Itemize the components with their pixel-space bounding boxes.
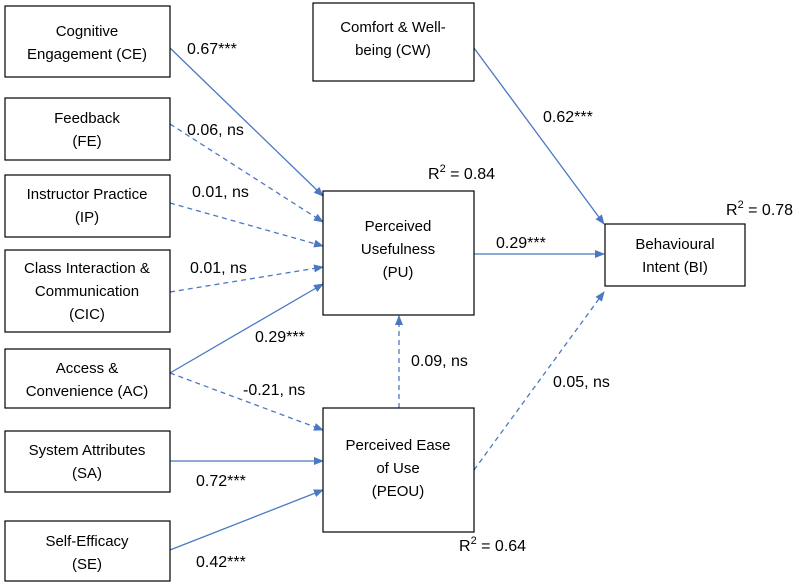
node-cw-line-1: Comfort & Well- xyxy=(340,19,446,36)
edge-labels: 0.67*** 0.06, ns 0.01, ns 0.01, ns 0.29*… xyxy=(187,41,610,571)
node-se: Self-Efficacy (SE) xyxy=(4,520,171,582)
node-cic-line-1: Class Interaction & xyxy=(24,260,150,277)
r2-bi: R2 = 0.78 xyxy=(726,199,793,219)
node-fe: Feedback (FE) xyxy=(4,97,171,161)
node-peou: Perceived Ease of Use (PEOU) xyxy=(322,407,475,533)
edge-fe-pu xyxy=(169,123,324,223)
node-sa-line-2: (SA) xyxy=(72,465,102,482)
coef-cic-pu: 0.01, ns xyxy=(190,260,247,277)
node-peou-line-3: (PEOU) xyxy=(372,483,425,500)
node-fe-line-2: (FE) xyxy=(72,133,101,150)
node-pu-line-2: Usefulness xyxy=(361,241,435,258)
r2-peou: R2 = 0.64 xyxy=(459,535,526,555)
node-peou-line-2: of Use xyxy=(376,460,419,477)
coef-pu-bi: 0.29*** xyxy=(496,235,546,252)
r2-pu: R2 = 0.84 xyxy=(428,163,495,183)
node-cic-line-2: Communication xyxy=(35,283,139,300)
node-ce-line-1: Cognitive xyxy=(56,23,119,40)
coef-se-peou: 0.42*** xyxy=(196,554,246,571)
coef-peou-bi: 0.05, ns xyxy=(553,374,610,391)
node-cic: Class Interaction & Communication (CIC) xyxy=(4,249,171,333)
node-ce: Cognitive Engagement (CE) xyxy=(4,5,171,78)
r-squared-labels: R2 = 0.84 R2 = 0.78 R2 = 0.64 xyxy=(428,163,793,555)
edge-se-peou xyxy=(169,489,324,551)
node-bi-line-2: Intent (BI) xyxy=(642,259,708,276)
coef-ip-pu: 0.01, ns xyxy=(192,184,249,201)
node-pu-line-3: (PU) xyxy=(383,264,414,281)
edge-cic-pu xyxy=(169,264,324,293)
edge-peou-bi xyxy=(473,291,605,471)
coef-ac-peou: -0.21, ns xyxy=(243,382,305,399)
node-ip-line-1: Instructor Practice xyxy=(27,186,148,203)
node-pu: Perceived Usefulness (PU) xyxy=(322,190,475,316)
node-sa-line-1: System Attributes xyxy=(29,442,146,459)
edges xyxy=(169,47,605,551)
edge-ac-peou xyxy=(169,372,324,431)
node-ce-line-2: Engagement (CE) xyxy=(27,46,147,63)
edge-cw-bi xyxy=(473,47,605,225)
node-se-line-1: Self-Efficacy xyxy=(45,533,129,550)
node-cw: Comfort & Well- being (CW) xyxy=(312,2,475,82)
node-ac-line-1: Access & xyxy=(56,360,119,377)
node-sa: System Attributes (SA) xyxy=(4,430,171,493)
node-ip: Instructor Practice (IP) xyxy=(4,174,171,238)
edge-ip-pu xyxy=(169,202,324,248)
node-fe-line-1: Feedback xyxy=(54,110,120,127)
node-ac: Access & Convenience (AC) xyxy=(4,348,171,409)
node-se-line-2: (SE) xyxy=(72,556,102,573)
coef-peou-pu: 0.09, ns xyxy=(411,353,468,370)
node-peou-line-1: Perceived Ease xyxy=(345,437,450,454)
coef-ac-pu: 0.29*** xyxy=(255,329,305,346)
node-cw-line-2: being (CW) xyxy=(355,42,431,59)
edge-ac-pu xyxy=(169,283,324,374)
node-ip-line-2: (IP) xyxy=(75,209,99,226)
node-pu-line-1: Perceived xyxy=(365,218,432,235)
node-bi-line-1: Behavioural xyxy=(635,236,714,253)
node-bi: Behavioural Intent (BI) xyxy=(604,223,746,287)
coef-fe-pu: 0.06, ns xyxy=(187,122,244,139)
coef-sa-peou: 0.72*** xyxy=(196,473,246,490)
node-cic-line-3: (CIC) xyxy=(69,306,105,323)
coef-ce-pu: 0.67*** xyxy=(187,41,237,58)
coef-cw-bi: 0.62*** xyxy=(543,109,593,126)
node-ac-line-2: Convenience (AC) xyxy=(26,383,149,400)
edge-ce-pu xyxy=(169,47,324,197)
